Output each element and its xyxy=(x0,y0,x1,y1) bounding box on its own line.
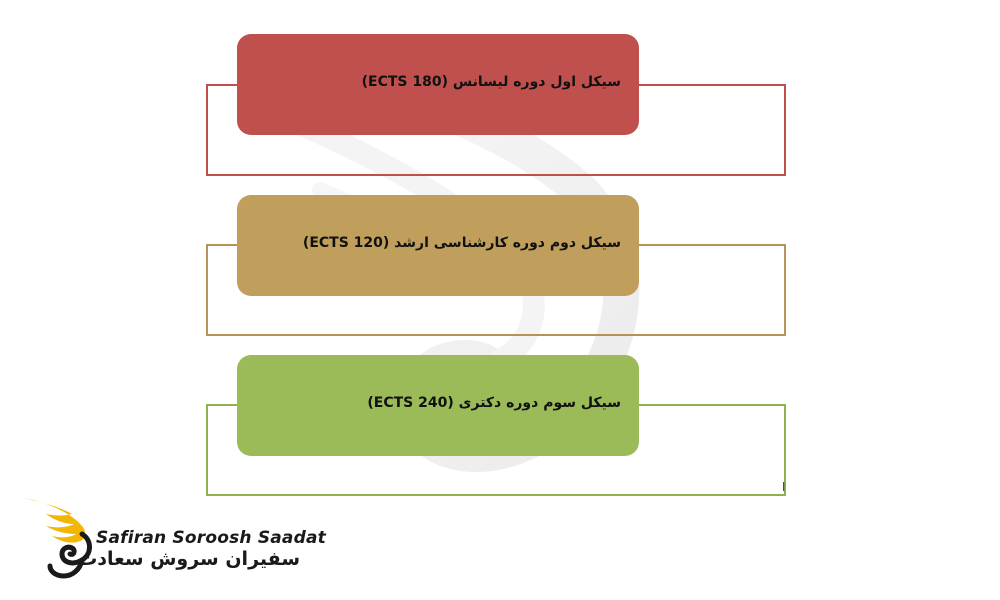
cycle-box-doctorate: سیکل سوم دوره دکتری (240 ECTS) xyxy=(237,355,639,456)
cycle-label-bachelor: سیکل اول دوره لیسانس (180 ECTS) xyxy=(361,74,621,90)
swan-wing-logo-icon xyxy=(24,498,92,579)
company-logo: Safiran Soroosh Saadat سفیران سروش سعادت xyxy=(20,490,326,585)
logo-name-persian: سفیران سروش سعادت xyxy=(78,548,300,570)
cycle-box-master: سیکل دوم دوره کارشناسی ارشد (120 ECTS) xyxy=(237,195,639,296)
cycle-box-bachelor: سیکل اول دوره لیسانس (180 ECTS) xyxy=(237,34,639,135)
stray-mark: ا xyxy=(782,480,786,494)
cycle-label-doctorate: سیکل سوم دوره دکتری (240 ECTS) xyxy=(367,395,621,411)
logo-name-english: Safiran Soroosh Saadat xyxy=(96,528,326,548)
cycle-label-master: سیکل دوم دوره کارشناسی ارشد (120 ECTS) xyxy=(302,235,621,251)
